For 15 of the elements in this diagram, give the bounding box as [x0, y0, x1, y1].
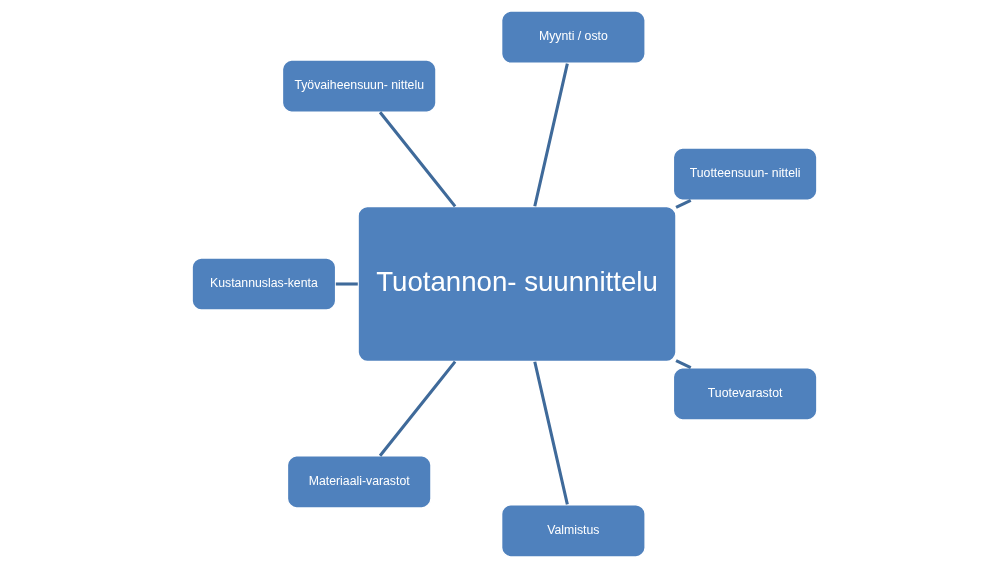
connector	[674, 359, 691, 370]
node-box: Materiaali-varastot	[286, 455, 432, 509]
connector	[532, 361, 569, 505]
node-box: Tuotteensuun- nitteli	[672, 147, 818, 202]
node-box: Valmistus	[500, 503, 646, 558]
connector	[674, 198, 691, 209]
connector	[378, 111, 456, 208]
node-box: Tuotevarastot	[672, 366, 818, 421]
connector	[532, 63, 569, 207]
node-box: Myynti / osto	[500, 10, 646, 65]
node-box: Työvaiheensuun- nittelu	[281, 59, 437, 113]
connector	[378, 360, 456, 457]
connector	[335, 282, 358, 286]
node-box: Tuotannon- suunnittelu	[356, 205, 677, 363]
node-box: Kustannuslas-kenta	[190, 257, 336, 311]
